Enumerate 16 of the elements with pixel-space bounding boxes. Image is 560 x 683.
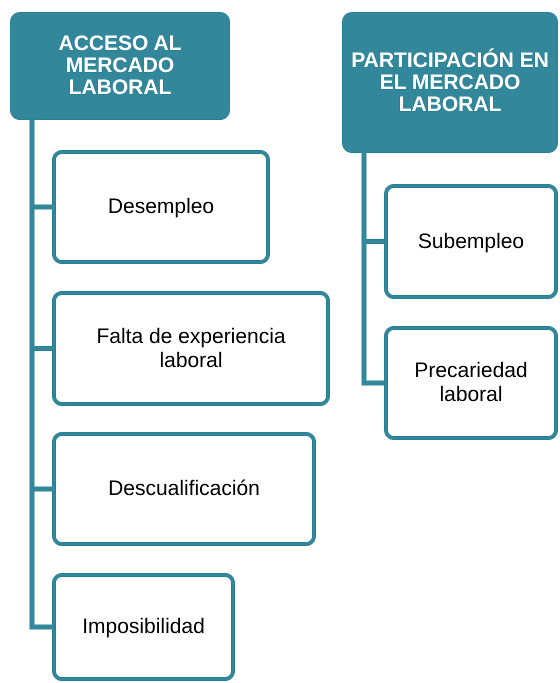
item-text: Descualificación <box>108 477 260 501</box>
item-text: Subempleo <box>418 230 524 254</box>
item-box <box>52 432 316 546</box>
item-text: Imposibilidad <box>82 615 205 639</box>
item-box <box>384 326 558 440</box>
header-text: ACCESO AL MERCADO LABORAL <box>58 33 182 99</box>
item-text: Falta de experiencia laboral <box>95 324 287 372</box>
header-text: PARTICIPACIÓN EN EL MERCADO LABORAL <box>350 50 550 116</box>
item-text: Precariedad laboral <box>413 359 529 407</box>
item-box <box>52 150 270 264</box>
category-header-box <box>10 12 230 120</box>
item-text: Desempleo <box>108 195 214 219</box>
item-box <box>52 573 235 681</box>
category-header-box <box>342 12 558 153</box>
item-box <box>52 291 330 406</box>
item-box <box>384 184 558 299</box>
